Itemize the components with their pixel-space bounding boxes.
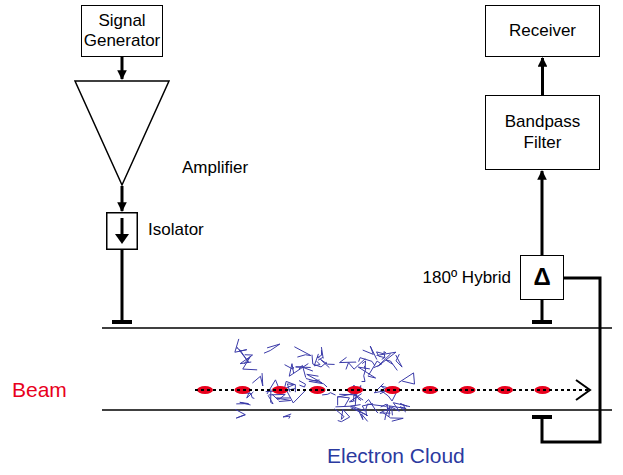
electron-stroke (380, 407, 393, 415)
bunch (535, 386, 551, 394)
beam-axis (195, 389, 588, 391)
receiver-box: Receiver (485, 5, 600, 57)
signal-arrow (121, 186, 124, 211)
cloud-label: Electron Cloud (327, 444, 465, 468)
amplifier-outline (74, 80, 170, 186)
bunch (235, 386, 251, 394)
electron-stroke (299, 381, 305, 387)
isolator-box: Isolator (106, 212, 138, 250)
electron-stroke (362, 369, 366, 382)
bunch (347, 386, 363, 394)
electron-stroke (240, 355, 252, 364)
electron-stroke (235, 339, 247, 352)
electron-stroke (235, 409, 245, 418)
signal-arrow (541, 58, 544, 95)
bunch (385, 386, 401, 394)
node-label: Amplifier (182, 158, 248, 178)
signal-arrow (121, 57, 124, 79)
isolator-outline (106, 212, 138, 250)
signal-arrow (541, 171, 544, 255)
electron-stroke (309, 380, 327, 387)
hybrid-symbol: Δ (533, 263, 550, 292)
beam-label: Beam (12, 378, 67, 402)
node-label: 180º Hybrid (423, 268, 511, 288)
electron-stroke (335, 394, 356, 407)
electron-stroke (269, 394, 286, 400)
electron-stroke (289, 364, 308, 377)
electron-stroke (338, 397, 350, 407)
electron-stroke (396, 354, 402, 367)
bunch (497, 386, 513, 394)
electron-stroke (340, 357, 356, 362)
electron-stroke (359, 411, 368, 422)
electron-stroke (368, 361, 381, 375)
box-label: Signal Generator (84, 11, 161, 52)
electron-stroke (365, 400, 378, 413)
signal-generator-box: Signal Generator (81, 5, 163, 57)
electron-stroke (268, 389, 273, 404)
electrode (112, 320, 132, 324)
electron-stroke (363, 346, 377, 359)
feed-wire (121, 250, 124, 322)
electron-stroke (236, 402, 250, 405)
electron-stroke (285, 365, 294, 369)
electron-stroke (359, 358, 375, 366)
electron-stroke (252, 373, 262, 386)
electron-stroke (264, 344, 280, 353)
electron-cloud (235, 339, 415, 422)
box-label: Receiver (509, 21, 576, 41)
box-label: Bandpass Filter (490, 112, 595, 153)
beam-arrowhead (576, 380, 590, 400)
electron-stroke (312, 355, 327, 367)
bandpass-filter-box: Bandpass Filter (485, 95, 600, 170)
isolator-arrow (115, 234, 129, 244)
electron-stroke (399, 373, 415, 384)
electron-stroke (306, 374, 322, 383)
hybrid-box: 180º HybridΔ (520, 255, 564, 300)
electrode (532, 415, 552, 419)
bunch (197, 386, 213, 394)
electron-stroke (383, 412, 403, 421)
electron-stroke (322, 393, 335, 395)
electron-stroke (386, 360, 397, 370)
electron-stroke (362, 361, 365, 369)
electron-stroke (335, 409, 344, 420)
feed-wire (541, 300, 544, 322)
electron-stroke (294, 347, 310, 357)
electrode (532, 320, 552, 324)
isolator-symbol (107, 213, 138, 250)
isolator-arrow (121, 218, 124, 236)
amplifier-triangle: Amplifier (74, 80, 170, 186)
electron-stroke (377, 352, 396, 366)
electron-stroke (318, 347, 323, 360)
amplifier-symbol (75, 81, 169, 185)
beam-pipe-wall (102, 327, 612, 329)
electron-stroke (382, 352, 386, 360)
electron-stroke (283, 414, 291, 419)
electron-stroke (320, 359, 334, 367)
node-label: Isolator (148, 220, 204, 240)
electron-stroke (392, 403, 410, 411)
